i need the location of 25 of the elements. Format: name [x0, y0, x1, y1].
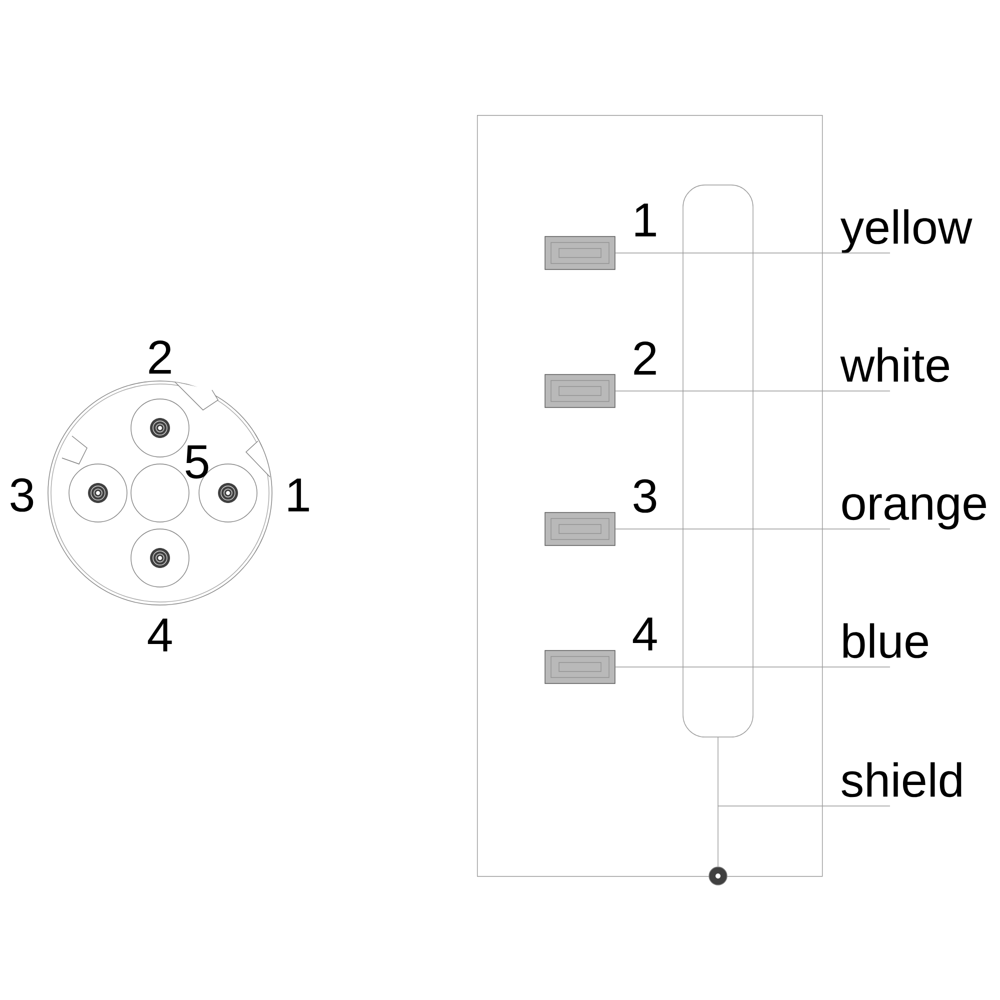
contact-pad — [544, 650, 616, 684]
pin-number: 3 — [10, 478, 34, 512]
wire — [615, 666, 890, 668]
contact-pad — [544, 374, 616, 408]
pin-number: 2 — [634, 341, 656, 375]
wire — [615, 390, 890, 392]
pin-number: 5 — [186, 445, 208, 479]
wire-color-label: yellow — [840, 209, 972, 254]
wire-color-label: shield — [842, 762, 962, 798]
wire — [615, 252, 890, 254]
ground-point — [708, 866, 728, 886]
housing-outline — [477, 115, 823, 877]
pin-number: 2 — [149, 340, 171, 374]
pin-number: 3 — [634, 479, 656, 513]
pin-number: 1 — [288, 478, 309, 512]
wire-color-label: orange — [842, 494, 986, 530]
contact-pad — [544, 236, 616, 270]
pin-number: 4 — [148, 618, 172, 652]
wire-color-label: blue — [843, 623, 928, 658]
wire — [718, 806, 890, 868]
pin-number: 4 — [632, 618, 657, 650]
wire-color-label: white — [840, 347, 949, 382]
wire — [615, 528, 890, 530]
contact-pad — [544, 512, 616, 546]
pin-number: 1 — [635, 204, 656, 236]
